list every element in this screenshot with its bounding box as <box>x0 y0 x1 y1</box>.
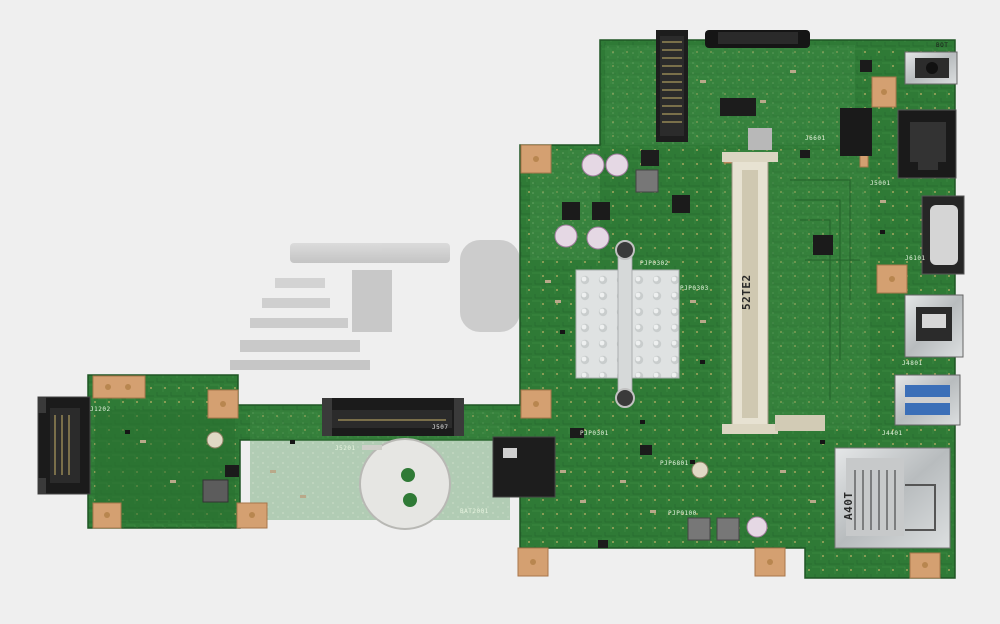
small-ics <box>225 60 872 548</box>
ref-label-6: PJP6801 <box>660 460 689 467</box>
watermark-logo <box>230 240 520 370</box>
top-right-marking-label: BOT <box>936 42 949 49</box>
ethernet-port <box>897 109 957 179</box>
ref-label-7: J1202 <box>90 406 111 413</box>
capacitors <box>206 153 768 538</box>
smd-components <box>140 70 886 513</box>
cmos-battery <box>359 438 451 530</box>
ref-label-3: J5001 <box>870 180 891 187</box>
battery-marking-label: BAT2001 <box>460 508 489 515</box>
audio-jack <box>904 51 958 85</box>
ref-label-9: PJP0303 <box>680 285 709 292</box>
m2-slot <box>656 30 688 142</box>
sata-connector <box>322 398 464 436</box>
ref-label-10: J5201 <box>335 445 356 452</box>
ref-label-5: PJP0302 <box>640 260 669 267</box>
ref-label-4: J6101 <box>905 255 926 262</box>
sd-marking-label: A40T <box>842 491 855 521</box>
vga-port <box>921 195 965 275</box>
cpu-heatsink <box>575 240 680 408</box>
ref-label-12: J6601 <box>805 135 826 142</box>
ref-label-1: J4401 <box>882 430 903 437</box>
hdmi-port <box>904 294 964 358</box>
ref-label-2: J4801 <box>902 360 923 367</box>
inductors <box>202 150 740 541</box>
io-chips <box>720 98 872 156</box>
ram-marking-label: 52TE2 <box>740 274 753 310</box>
ref-label-11: PJP0100 <box>668 510 697 517</box>
sd-card-slot <box>834 447 951 549</box>
usb-port <box>894 374 961 426</box>
ram-slot <box>722 152 825 434</box>
ref-label-8: PJP0301 <box>580 430 609 437</box>
ec-chip <box>492 436 556 498</box>
odd-connector <box>37 396 91 495</box>
sata-marking-label: J507 <box>432 424 449 431</box>
